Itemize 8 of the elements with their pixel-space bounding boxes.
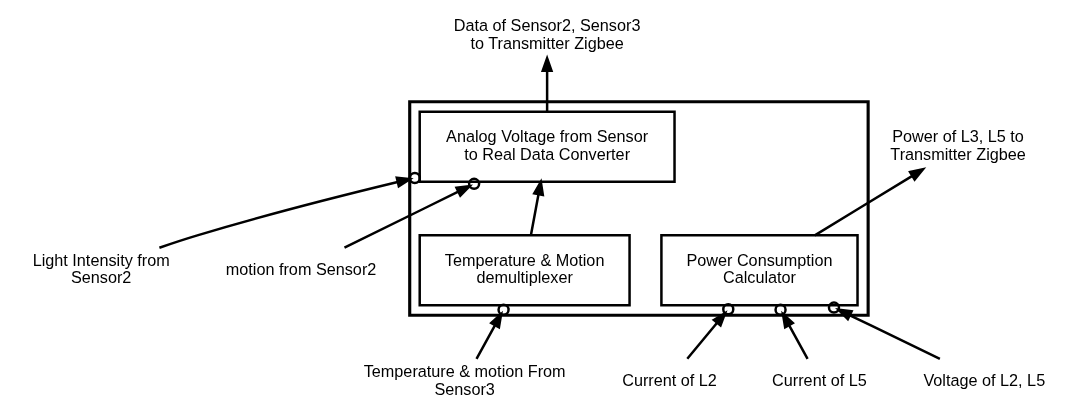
node-text: Light Intensity from Sensor2 [32, 250, 170, 287]
node-text: Data of Sensor2, Sensor3 to Transmitter Zigbee [453, 16, 641, 52]
node-text: motion from Sensor2 [225, 259, 377, 278]
node-text: Voltage of L2, L5 [923, 370, 1046, 389]
node-text: Temperature & motion From Sensor3 [363, 362, 566, 398]
node-text: Current of L2 [622, 370, 717, 389]
node-text: Current of L5 [772, 370, 867, 389]
node-text: Power of L3, L5 to Transmitter Zigbee [890, 127, 1026, 163]
